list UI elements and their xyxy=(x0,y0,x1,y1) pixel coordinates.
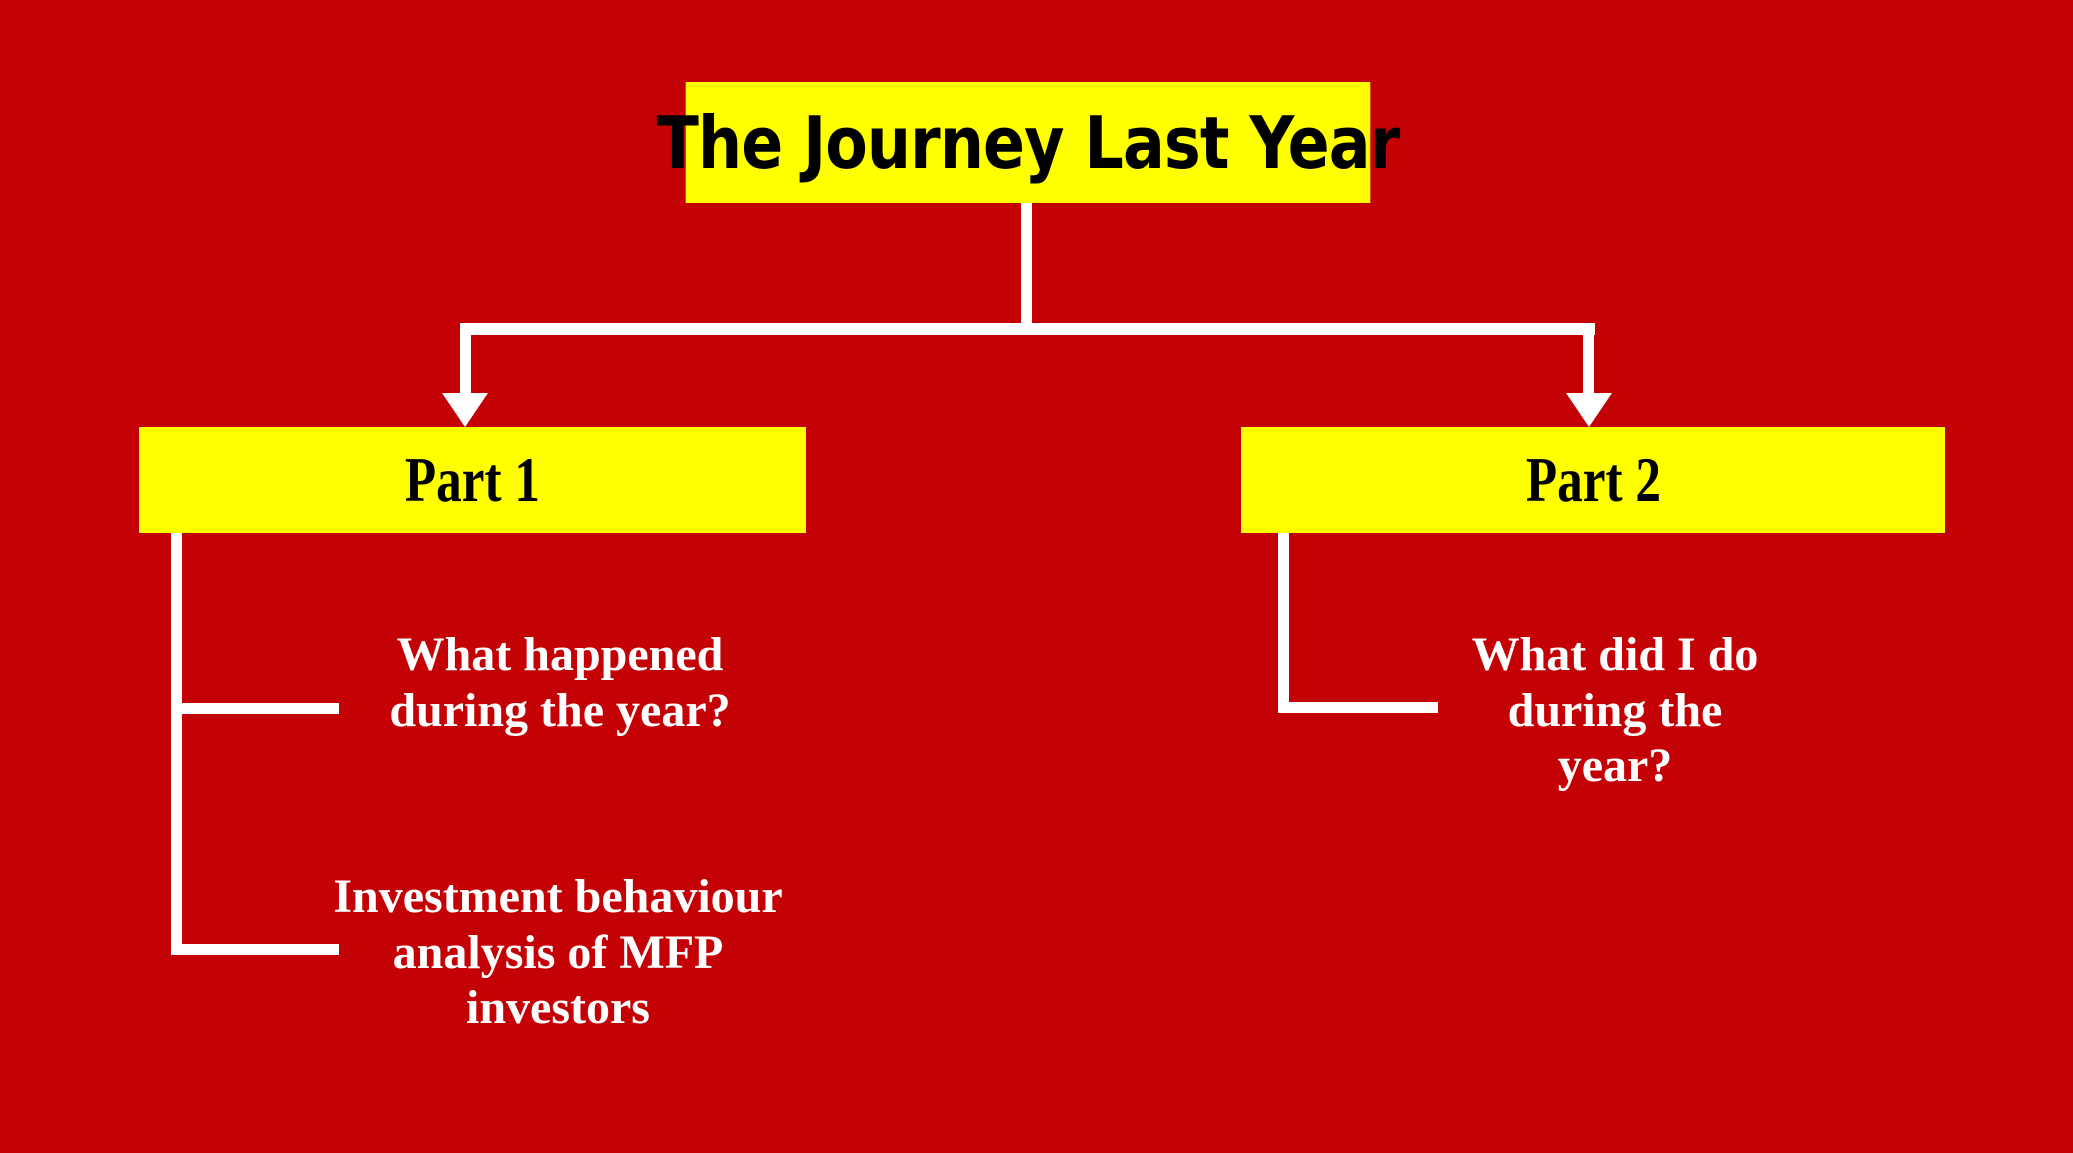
leaf-part2-what-did-i-do: What did I do during the year? xyxy=(1471,628,1759,793)
node-part-1[interactable]: Part 1 xyxy=(139,427,806,533)
node-part-1-label: Part 1 xyxy=(404,444,541,515)
leaf-part1-investment-behaviour: Investment behaviour analysis of MFP inv… xyxy=(333,870,783,1035)
connector-title-stem xyxy=(1021,203,1032,327)
connector-part2-leaf-1 xyxy=(1278,702,1438,713)
leaf-part1-what-happened: What happened during the year? xyxy=(389,628,731,737)
connector-part1-leaf-2 xyxy=(171,944,339,955)
arrowhead-down-right-icon xyxy=(1566,393,1612,427)
node-part-2-label: Part 2 xyxy=(1525,444,1661,515)
connector-part1-spine xyxy=(171,533,182,955)
title-text: The Journey Last Year xyxy=(656,100,1401,185)
arrowhead-down-left-icon xyxy=(442,393,488,427)
title-node[interactable]: The Journey Last Year xyxy=(657,82,1400,203)
node-part-2[interactable]: Part 2 xyxy=(1241,427,1945,533)
connector-drop-right xyxy=(1583,323,1594,401)
connector-horizontal-bar xyxy=(460,323,1595,335)
connector-part1-leaf-1 xyxy=(171,703,339,714)
connector-drop-left xyxy=(460,323,471,401)
connector-part2-spine xyxy=(1278,533,1289,713)
